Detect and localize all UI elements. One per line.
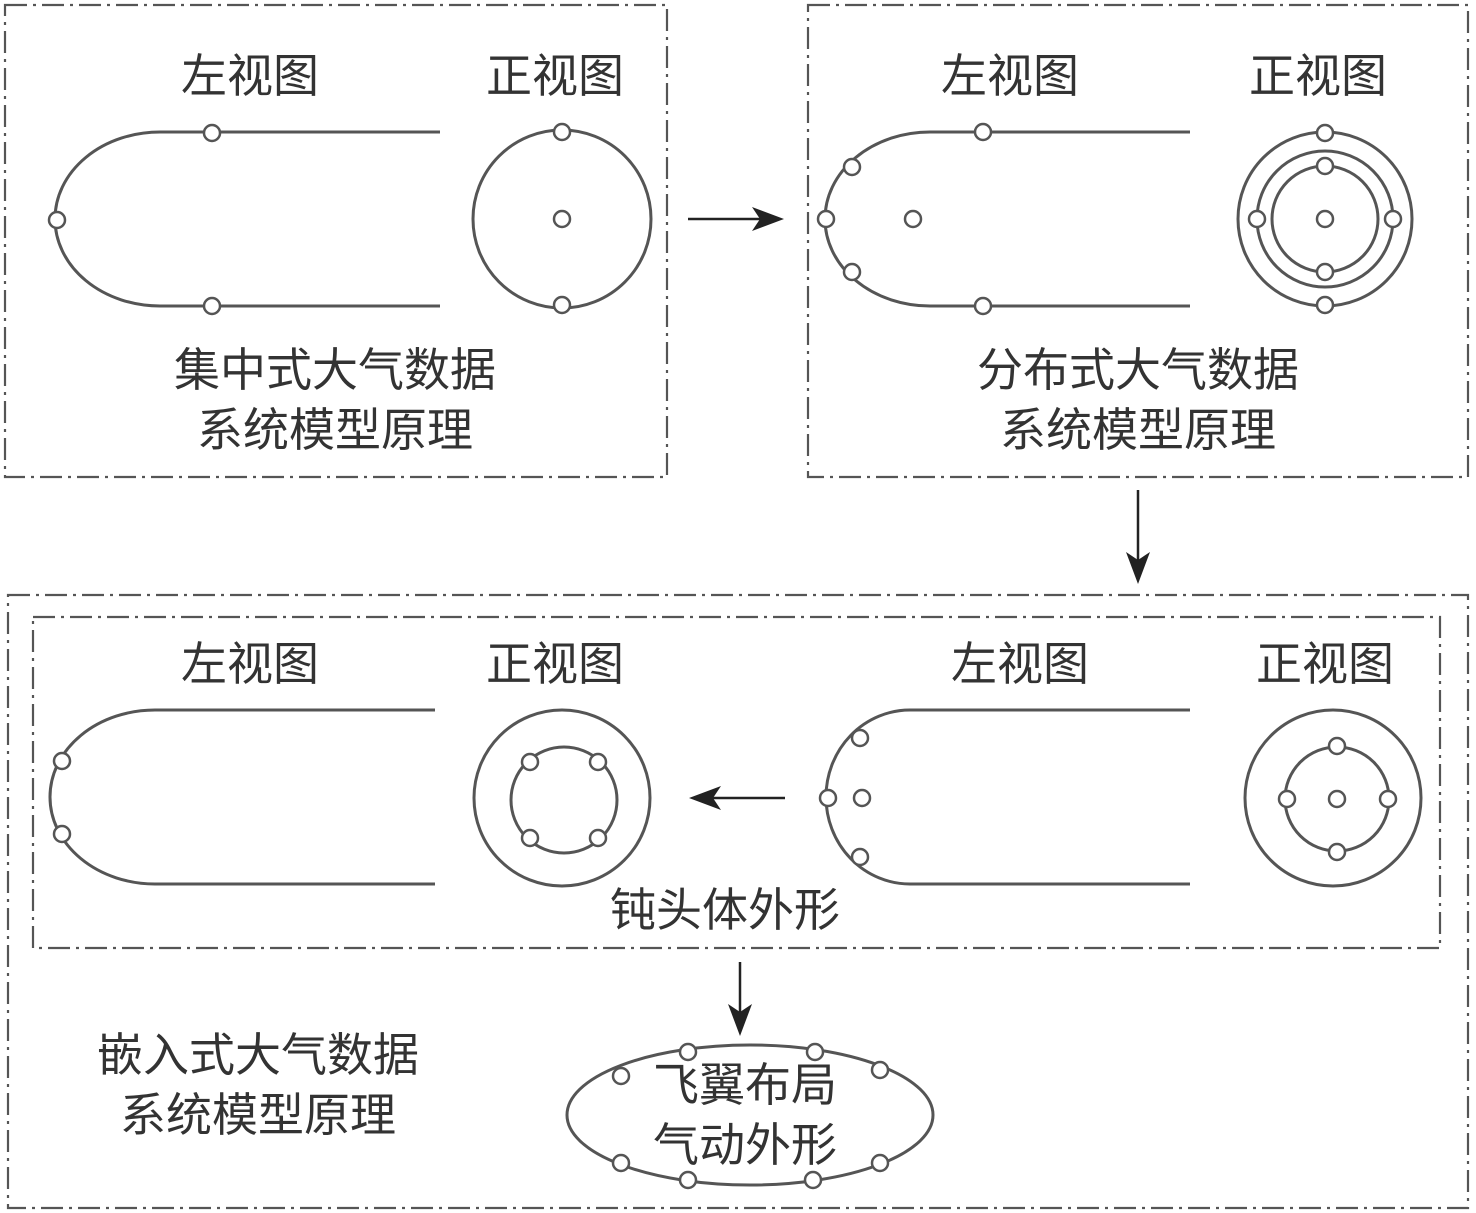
front-view-outer [472, 708, 652, 888]
caption-line1: 分布式大气数据 [977, 343, 1299, 397]
caption-line2: 系统模型原理 [1000, 403, 1276, 457]
pressure-port [903, 209, 923, 229]
left-view-body [823, 130, 1190, 308]
pressure-port [852, 788, 872, 808]
pressure-port [973, 296, 993, 316]
arrow-down [1126, 490, 1150, 584]
caption-line2: 系统模型原理 [197, 403, 473, 457]
embedded-panel: 左视图 正视图 左视图 正视图 钝头体外形 [6, 593, 1470, 1210]
pressure-port [1247, 209, 1267, 229]
left-view-body [53, 130, 440, 308]
panel-border [3, 3, 669, 479]
arrow-left [689, 786, 785, 810]
pressure-port [842, 157, 862, 177]
pressure-port [850, 847, 870, 867]
pressure-port [805, 1042, 825, 1062]
flying-wing-line2: 气动外形 [653, 1118, 837, 1172]
pressure-port [520, 828, 540, 848]
pressure-port [611, 1153, 631, 1173]
left-view-label: 左视图 [951, 637, 1089, 691]
pressure-port [202, 296, 222, 316]
pressure-port [973, 122, 993, 142]
pressure-port [1315, 123, 1335, 143]
pressure-port [588, 752, 608, 772]
pressure-port [850, 728, 870, 748]
left-view-label: 左视图 [941, 49, 1079, 103]
panel-border [806, 3, 1470, 479]
panel-border [6, 593, 1470, 1210]
pressure-port [678, 1170, 698, 1190]
left-view-body [824, 708, 1190, 886]
front-view-label: 正视图 [486, 49, 624, 103]
distributed-panel: 左视图 正视图 分布式大气数据 系统模型原理 [806, 3, 1470, 479]
arrow-right [688, 207, 784, 231]
front-view-label: 正视图 [1249, 49, 1387, 103]
pressure-port [611, 1066, 631, 1086]
left-view-label: 左视图 [181, 637, 319, 691]
front-view-outer [1243, 708, 1423, 888]
pressure-port [803, 1170, 823, 1190]
pressure-port [552, 295, 572, 315]
pressure-port [1315, 156, 1335, 176]
pressure-port [47, 210, 67, 230]
left-view-body [48, 708, 435, 886]
front-view-label: 正视图 [1256, 637, 1394, 691]
blunt-body-border [31, 615, 1442, 950]
caption-line2: 系统模型原理 [120, 1088, 396, 1142]
pressure-port [1327, 789, 1347, 809]
flying-wing-line1: 飞翼布局 [653, 1058, 837, 1112]
pressure-port [818, 788, 838, 808]
pressure-port [1378, 789, 1398, 809]
pressure-port [202, 123, 222, 143]
front-view-inner [509, 745, 619, 855]
caption-line1: 集中式大气数据 [174, 343, 496, 397]
pressure-port [1327, 736, 1347, 756]
pressure-port [1315, 262, 1335, 282]
left-view-label: 左视图 [181, 49, 319, 103]
caption-line1: 嵌入式大气数据 [97, 1028, 419, 1082]
pressure-port [1327, 842, 1347, 862]
pressure-port [816, 209, 836, 229]
pressure-port [1315, 209, 1335, 229]
pressure-port [552, 209, 572, 229]
pressure-port [52, 824, 72, 844]
pressure-port [870, 1153, 890, 1173]
pressure-port [842, 262, 862, 282]
front-view-label: 正视图 [486, 637, 624, 691]
pressure-port [1277, 789, 1297, 809]
arrow-down [728, 962, 752, 1036]
blunt-body-caption: 钝头体外形 [610, 883, 840, 937]
centralized-panel: 左视图 正视图 集中式大气数据 系统模型原理 [3, 3, 669, 479]
pressure-port [1383, 209, 1403, 229]
pressure-port [1315, 295, 1335, 315]
flying-wing-body [565, 1043, 935, 1187]
pressure-port [678, 1042, 698, 1062]
pressure-port [552, 122, 572, 142]
pressure-port [520, 752, 540, 772]
pressure-port [588, 828, 608, 848]
pressure-port [52, 751, 72, 771]
pressure-port [870, 1060, 890, 1080]
